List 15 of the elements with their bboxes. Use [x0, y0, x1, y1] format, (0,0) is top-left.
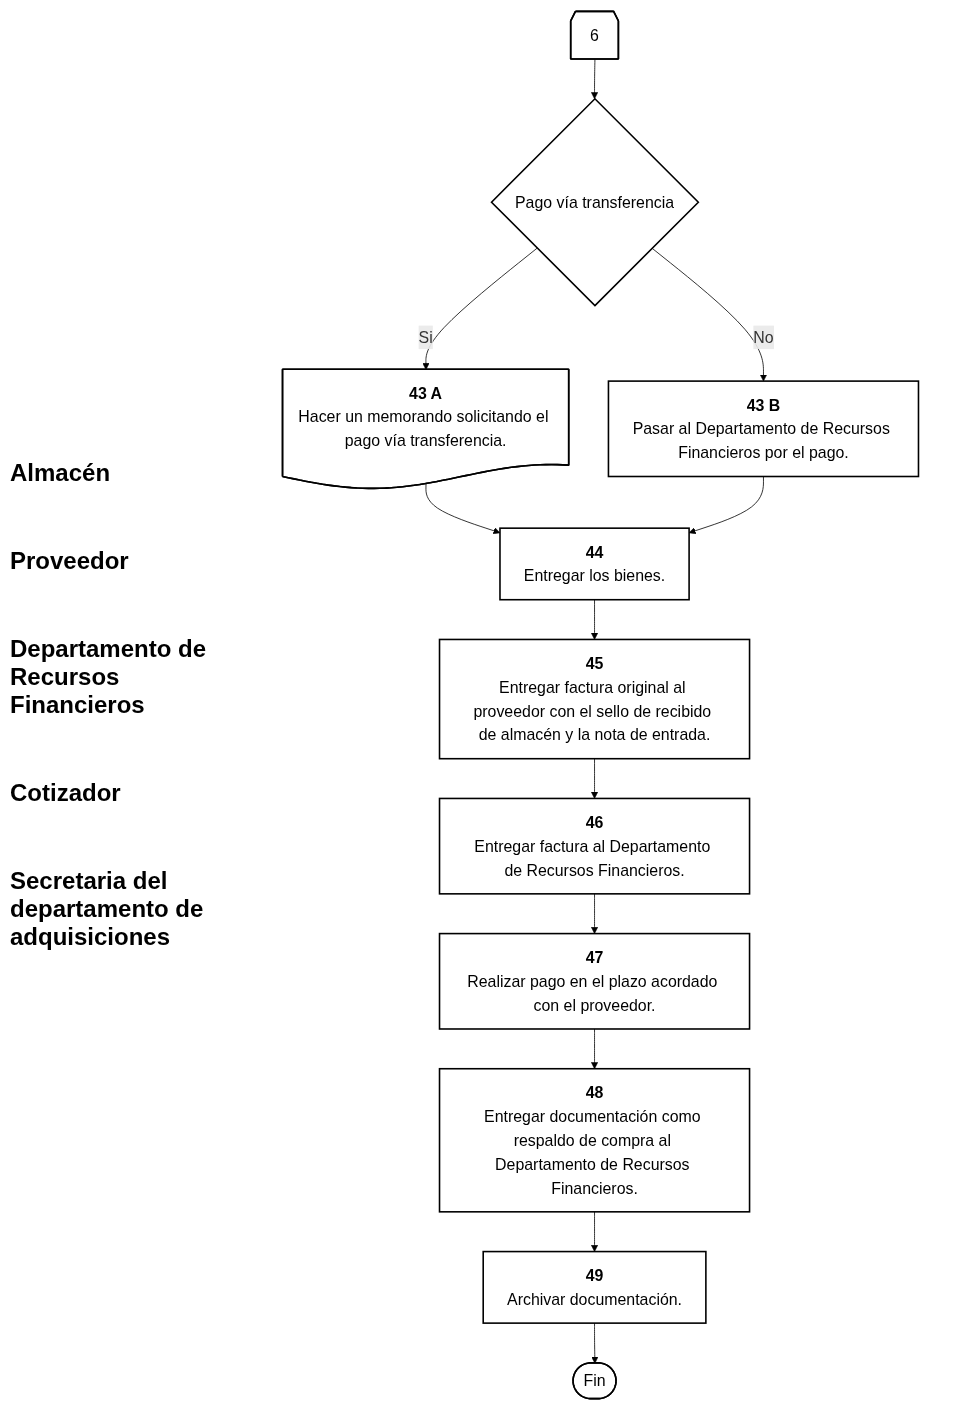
node-box: 48 Entregar documentación como respaldo de compra al Departamento de Recursos Financieros.	[438, 1067, 751, 1213]
node-box: 47 Realizar pago en el plazo acordado con el proveedor.	[438, 932, 751, 1030]
node-box: 45 Entregar factura original al proveedor con el sello de recibido de almacén y la nota de entrada.	[438, 638, 751, 760]
edge-label: Si	[418, 328, 433, 347]
node-box: 44 Entregar los bienes.	[499, 527, 690, 601]
role-label: Secretaria del departamento de adquisiciones	[10, 867, 205, 951]
role-label: Almacén	[10, 459, 112, 487]
node-diamond: Pago vía transferencia	[490, 97, 700, 307]
node-box: 46 Entregar factura al Departamento de Recursos Financieros.	[438, 797, 751, 895]
role-label: Cotizador	[10, 779, 122, 807]
role-label: Proveedor	[10, 547, 130, 575]
edge-label: No	[753, 328, 774, 347]
node-box: 49 Archivar documentación.	[482, 1250, 707, 1324]
node-box: 43 B Pasar al Departamento de Recursos Financieros por el pago.	[607, 380, 920, 478]
role-label: Departamento de Recursos Financieros	[10, 635, 208, 719]
